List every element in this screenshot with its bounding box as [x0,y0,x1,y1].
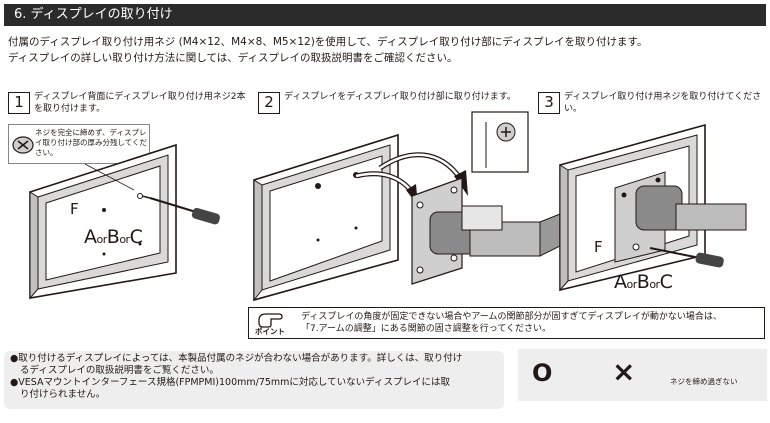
notes-box: ●取り付けるディスプレイによっては、本製品付属のネジが合わない場合があります。詳… [4,351,504,409]
arm-step3 [635,185,747,231]
note-line-1: ●取り付けるディスプレイによっては、本製品付属のネジが合わない場合があります。詳… [10,353,463,364]
label-abc-step1: AorBorC [84,226,143,248]
step-number: 2 [258,92,280,114]
label-or: or [96,233,108,246]
torque-text: ネジを締め過ぎない [670,377,738,386]
label-b: B [106,226,120,248]
label-a: A [84,226,97,248]
display-back-step1 [29,143,177,300]
point-line-2: 「7.アームの調整」にある関節の固さ調整を行ってください。 [301,324,552,334]
ng-mark: × [612,355,636,388]
step-text: ディスプレイ取り付け用ネジを取り付けてください。 [564,92,762,114]
point-line-1: ディスプレイの角度が固定できない場合やアームの関節部分が固すぎてディスプレイが動… [301,312,722,322]
note-line-2: るディスプレイの取扱説明書をご覧ください。 [20,365,219,376]
step-number: 1 [8,92,30,114]
label-f-step3: F [594,238,603,256]
arm-step2 [429,205,561,257]
intro-line-2: ディスプレイの詳しい取り付け方法に関しては、ディスプレイの取扱説明書をご確認くだ… [8,52,458,64]
label-b: B [636,271,650,293]
point-text: ディスプレイの角度が固定できない場合やアームの関節部分が固すぎてディスプレイが動… [301,311,761,335]
step-text: ディスプレイをディスプレイ取り付け部に取り付けます。 [284,92,516,102]
point-label: ポイント [255,327,285,336]
section-title: 6. ディスプレイの取り付け [14,7,173,22]
label-or: or [649,278,660,291]
label-c: C [659,271,673,293]
label-f-step1: F [70,200,79,218]
label-c: C [129,226,143,248]
display-back-step2 [253,133,399,302]
torque-warning: O × ネジを締め過ぎない [518,349,767,401]
label-or: or [119,233,130,246]
intro-text: 付属のディスプレイ取り付け用ネジ (M4×12、M4×8、M5×12)を使用して… [8,34,763,66]
point-box: ポイント ディスプレイの角度が固定できない場合やアームの関節部分が固すぎてディス… [248,307,765,339]
screw-head-icon [12,136,34,154]
callout-pointer [84,163,135,191]
ok-mark: O [532,359,553,387]
screw-callout: ネジを完全に締めず、ディスプレイ取り付け部の厚み分残してください。 [8,124,150,164]
callout-text: ネジを完全に締めず、ディスプレイ取り付け部の厚み分残してください。 [35,128,148,157]
detail-inset-step2 [471,111,529,173]
label-a: A [614,271,627,293]
label-abc-step3: AorBorC [614,271,673,293]
display-back-step3 [559,123,706,292]
label-or: or [626,278,638,291]
screwdriver-step3 [649,247,724,268]
pointing-hand-icon [258,313,283,328]
step-text: ディスプレイ背面にディスプレイ取り付け用ネジ2本を取り付けます。 [34,92,246,114]
screwdriver-step1 [141,195,220,225]
section-header: 6. ディスプレイの取り付け [4,4,766,26]
note-line-3: ●VESAマウントインターフェース規格(FPMPMI)100mm/75mmに対応… [10,377,450,388]
step-number: 3 [538,92,560,114]
intro-line-1: 付属のディスプレイ取り付け用ネジ (M4×12、M4×8、M5×12)を使用して… [8,36,648,48]
note-line-4: り付けられません。 [20,389,106,400]
